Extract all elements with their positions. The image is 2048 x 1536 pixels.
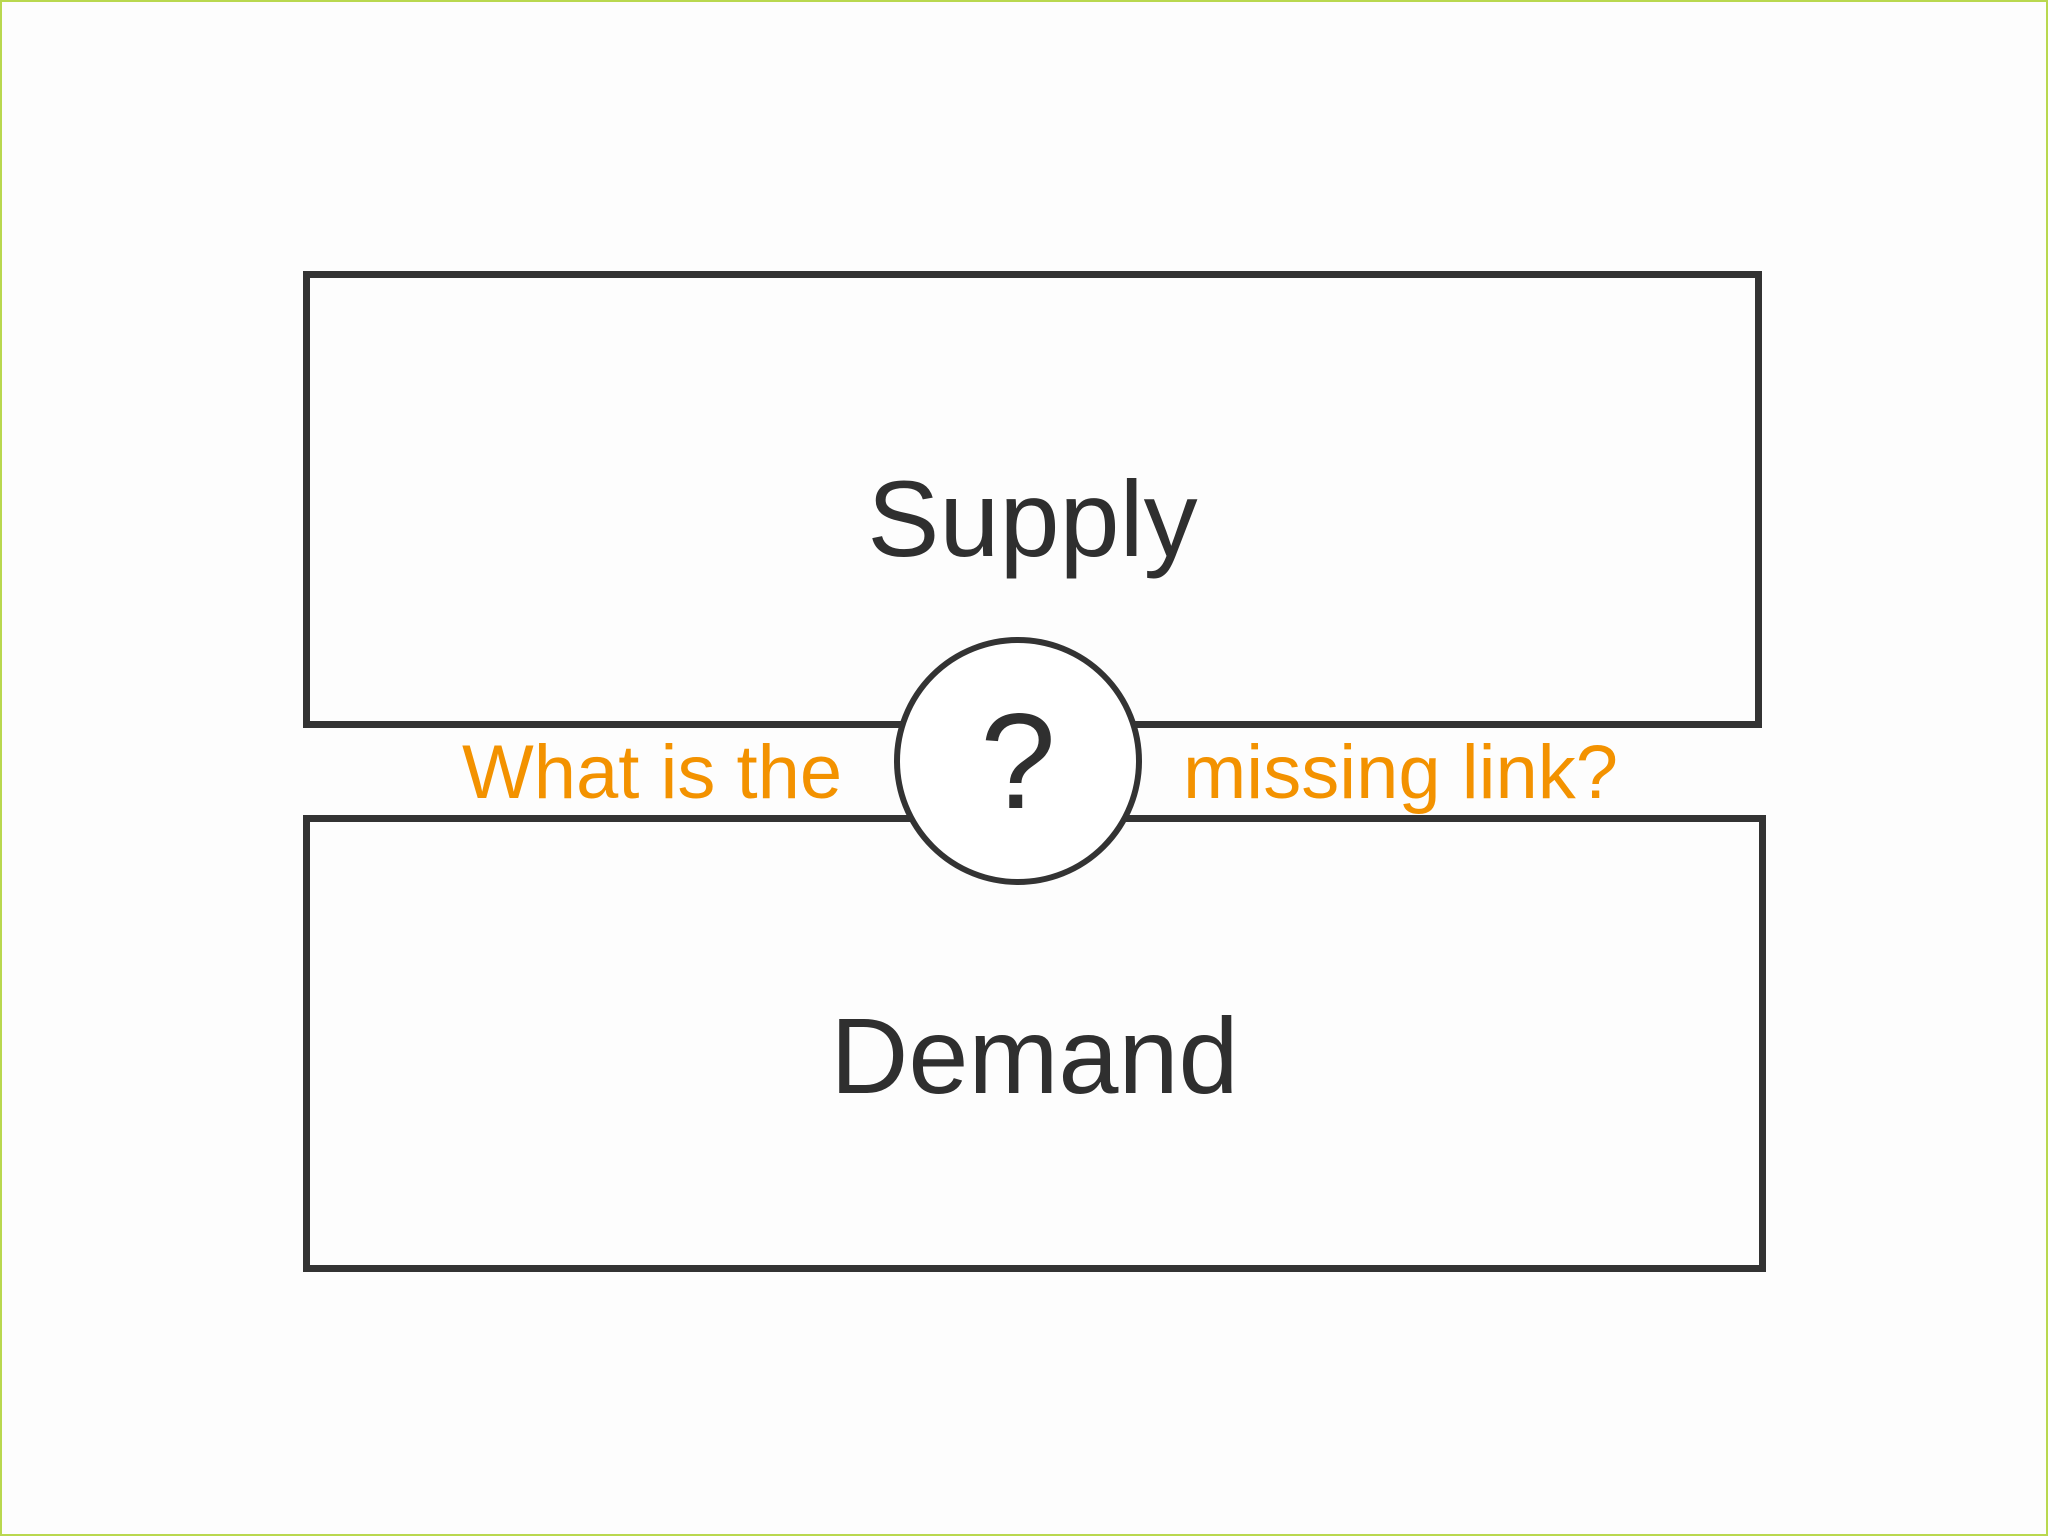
question-mark-icon: ? bbox=[980, 685, 1056, 837]
missing-link-circle: ? bbox=[894, 637, 1142, 885]
supply-label: Supply bbox=[867, 458, 1198, 579]
question-text-left: What is the bbox=[462, 730, 843, 815]
demand-label: Demand bbox=[830, 995, 1239, 1116]
question-text-right: missing link? bbox=[1183, 730, 1619, 815]
